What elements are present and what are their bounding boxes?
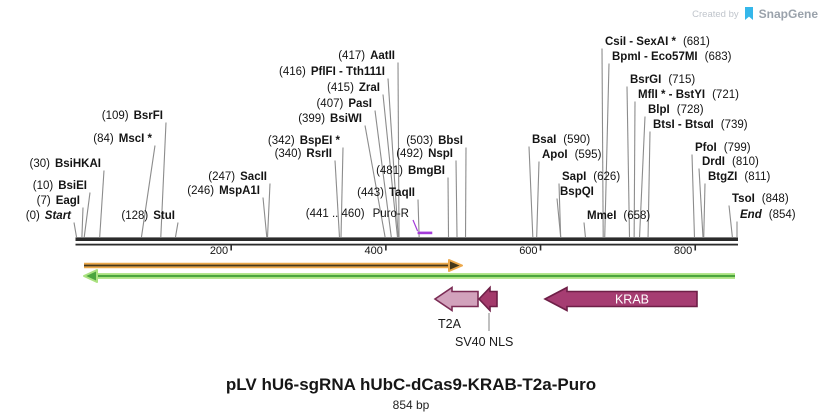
site-label-bsrfi: (109)BsrFI xyxy=(102,110,163,122)
site-leader-nspi xyxy=(455,160,458,238)
site-label-bspqi: BspQI xyxy=(560,186,594,198)
site-label-bsai: BsaI(590) xyxy=(532,134,590,146)
site-label-bsrgi: BsrGI(715) xyxy=(630,74,695,86)
title-block: pLV hU6-sgRNA hUbC-dCas9-KRAB-T2a-Puro 8… xyxy=(0,375,822,412)
site-leader-mspa1i xyxy=(262,197,268,238)
site-label-rsrii: (340)RsrII xyxy=(275,148,332,160)
created-by-snapgene: Created by SnapGene xyxy=(692,7,818,21)
feature-arrow-sv40-nls xyxy=(477,285,498,313)
site-leader-bmgbi xyxy=(447,177,450,238)
site-label-csii-sexai: CsiI - SexAI *(681) xyxy=(605,36,710,48)
site-label-msci: (84)MscI * xyxy=(93,133,152,145)
site-label-eagi: (7)EagI xyxy=(37,195,80,207)
site-leader-bpmi-eco57mi xyxy=(604,63,610,238)
feature-arrow-krab xyxy=(543,286,698,312)
primer-bar-puro-r xyxy=(417,231,433,235)
primer-label-puro-r: (441 .. 460)Puro-R xyxy=(306,208,409,220)
site-leader-csii-sexai xyxy=(601,48,604,238)
site-label-nspi: (492)NspI xyxy=(396,148,453,160)
site-label-blpi: BlpI(728) xyxy=(648,104,704,116)
site-label-btsi-btsai: BtsI - BtsαI(739) xyxy=(653,119,748,131)
site-label-btgzi: BtgZI(811) xyxy=(708,171,771,183)
site-leader-start xyxy=(73,222,78,238)
site-leader-sacii xyxy=(266,183,271,238)
site-label-mspa1i: (246)MspA1I xyxy=(187,185,260,197)
site-label-taqii: (443)TaqII xyxy=(357,187,415,199)
site-label-end: End(854) xyxy=(740,209,796,221)
site-leader-stui xyxy=(174,222,179,238)
site-leader-btsi-btsai xyxy=(647,131,651,238)
site-leader-bsiwi xyxy=(364,125,386,238)
site-label-pflfi-tth111i: (416)PflFI - Tth111I xyxy=(279,66,385,78)
site-leader-bspqi xyxy=(556,198,562,238)
site-leader-pfoi xyxy=(691,154,696,238)
ruler-line xyxy=(75,243,738,246)
site-label-bsiei: (10)BsiEI xyxy=(33,180,87,192)
site-leader-tsoi xyxy=(728,205,733,238)
site-label-aatii: (417)AatII xyxy=(338,50,395,62)
feature-label-krab: KRAB xyxy=(615,293,649,307)
site-leader-msci xyxy=(140,145,156,238)
site-label-bsiwi: (399)BsiWI xyxy=(298,113,362,125)
plasmid-title: pLV hU6-sgRNA hUbC-dCas9-KRAB-T2a-Puro xyxy=(225,375,597,394)
site-label-pfoi: PfoI(799) xyxy=(695,142,751,154)
green-feature-arrow xyxy=(83,269,735,283)
feature-arrow-t2a xyxy=(433,285,479,313)
primer-leader-puro-r xyxy=(412,219,419,232)
site-leader-aatii xyxy=(397,62,400,238)
site-leader-pflfi-tth111i xyxy=(387,78,399,238)
site-leader-bsrgi xyxy=(626,86,631,238)
site-leader-rsrii xyxy=(334,160,341,238)
site-leader-mfli-bstyi xyxy=(633,101,636,238)
ruler-tick-label-200: 200 xyxy=(210,245,228,257)
snapgene-logo-icon xyxy=(744,7,753,20)
ruler-tick-label-600: 600 xyxy=(519,245,537,257)
site-label-bsihkai: (30)BsiHKAI xyxy=(30,158,101,170)
sequence-line xyxy=(75,237,738,241)
site-leader-bspei xyxy=(340,147,344,238)
site-label-mfli-bstyi: MflI * - BstYI(721) xyxy=(638,89,739,101)
site-leader-eagi xyxy=(81,207,84,238)
site-leader-mmei xyxy=(583,222,586,238)
site-label-bmgbi: (481)BmgBI xyxy=(376,165,445,177)
site-leader-zrai xyxy=(382,94,399,238)
site-label-start: (0)Start xyxy=(26,210,72,222)
site-leader-pasi xyxy=(374,110,392,238)
site-label-bpmi-eco57mi: BpmI - Eco57MI(683) xyxy=(612,51,732,63)
site-label-bbsi: (503)BbsI xyxy=(406,135,463,147)
site-label-apoi: ApoI(595) xyxy=(542,149,602,161)
site-label-bspei: (342)BspEI * xyxy=(268,135,341,147)
site-label-tsoi: TsoI(848) xyxy=(732,193,789,205)
site-leader-bsiei xyxy=(83,192,91,238)
site-label-sapi: SapI(626) xyxy=(562,171,620,183)
site-leader-bsihkai xyxy=(99,170,105,238)
site-leader-sapi xyxy=(558,183,562,238)
orange-feature-arrow xyxy=(84,259,463,272)
site-label-stui: (128)StuI xyxy=(121,210,175,222)
site-label-pasi: (407)PasI xyxy=(316,98,372,110)
site-leader-blpi xyxy=(638,116,646,238)
snapgene-brand-name: SnapGene xyxy=(758,7,818,21)
site-leader-bsai xyxy=(528,146,534,238)
site-label-zrai: (415)ZraI xyxy=(327,82,380,94)
site-label-sacii: (247)SacII xyxy=(208,171,267,183)
created-by-text: Created by xyxy=(692,8,739,20)
site-leader-drdi xyxy=(698,168,704,238)
feature-label-t2a: T2A xyxy=(438,317,462,331)
site-label-mmei: MmeI(658) xyxy=(587,210,650,222)
site-leader-apoi xyxy=(536,161,540,238)
site-leader-bsrfi xyxy=(160,122,167,238)
ruler-tick-label-800: 800 xyxy=(674,245,692,257)
site-leader-taqii xyxy=(417,199,420,238)
site-label-drdi: DrdI(810) xyxy=(702,156,759,168)
feature-label-sv40-nls: SV40 NLS xyxy=(455,335,513,349)
site-leader-btgzi xyxy=(703,183,706,238)
ruler-tick-label-400: 400 xyxy=(365,245,383,257)
plasmid-length: 854 bp xyxy=(392,398,430,412)
